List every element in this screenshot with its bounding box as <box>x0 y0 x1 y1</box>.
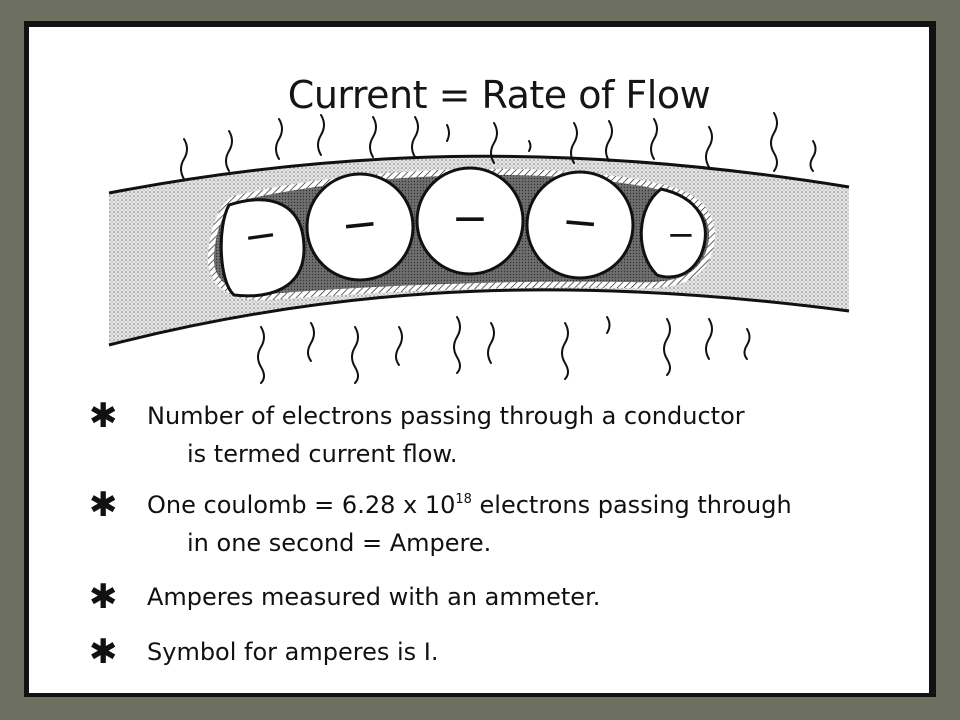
electron-3-sign: − <box>452 193 489 244</box>
electron-2-sign: − <box>339 197 381 252</box>
bullet-line: Number of electrons passing through a co… <box>147 402 745 430</box>
asterisk-icon: ✱ <box>89 396 118 436</box>
conductor-bottom-edge <box>108 288 850 347</box>
slide: − − − − − <box>29 27 929 693</box>
bullet-text: One coulomb = 6.28 x 1018 electrons pass… <box>147 486 792 562</box>
bullet-line-continued: is termed current flow. <box>187 440 458 468</box>
asterisk-icon: ✱ <box>89 485 118 525</box>
electron-4: − <box>525 170 635 280</box>
bullet-line: Symbol for amperes is I. <box>147 638 439 666</box>
electron-2: − <box>305 172 415 282</box>
exponent: 18 <box>455 492 472 507</box>
conductor-illustration: − − − − − <box>108 112 850 384</box>
asterisk-icon: ✱ <box>89 577 118 617</box>
bullet-text: Number of electrons passing through a co… <box>147 397 745 473</box>
slide-title: Current = Rate of Flow <box>287 73 711 117</box>
asterisk-icon: ✱ <box>89 632 118 672</box>
coulomb-equation: One coulomb = 6.28 x 10 <box>147 491 456 519</box>
bullet-line-continued: in one second = Ampere. <box>187 529 492 557</box>
bullet-text: Amperes measured with an ammeter. <box>147 578 600 616</box>
bullet-text: Symbol for amperes is I. <box>147 633 439 671</box>
conductor-top-edge <box>108 154 850 195</box>
heat-lines-top <box>180 112 817 180</box>
electron-5-sign: − <box>667 215 696 255</box>
coulomb-equation-end: electrons passing through <box>471 491 792 519</box>
electron-4-sign: − <box>560 195 601 249</box>
heat-lines-bottom <box>257 316 751 384</box>
electron-3: − <box>415 166 525 276</box>
electron-5: − <box>639 187 707 279</box>
bullet-line: One coulomb = 6.28 x 1018 electrons pass… <box>147 491 792 519</box>
bullet-line: Amperes measured with an ammeter. <box>147 583 601 611</box>
electron-1-sign: − <box>241 211 281 261</box>
electron-1: − <box>219 198 306 298</box>
